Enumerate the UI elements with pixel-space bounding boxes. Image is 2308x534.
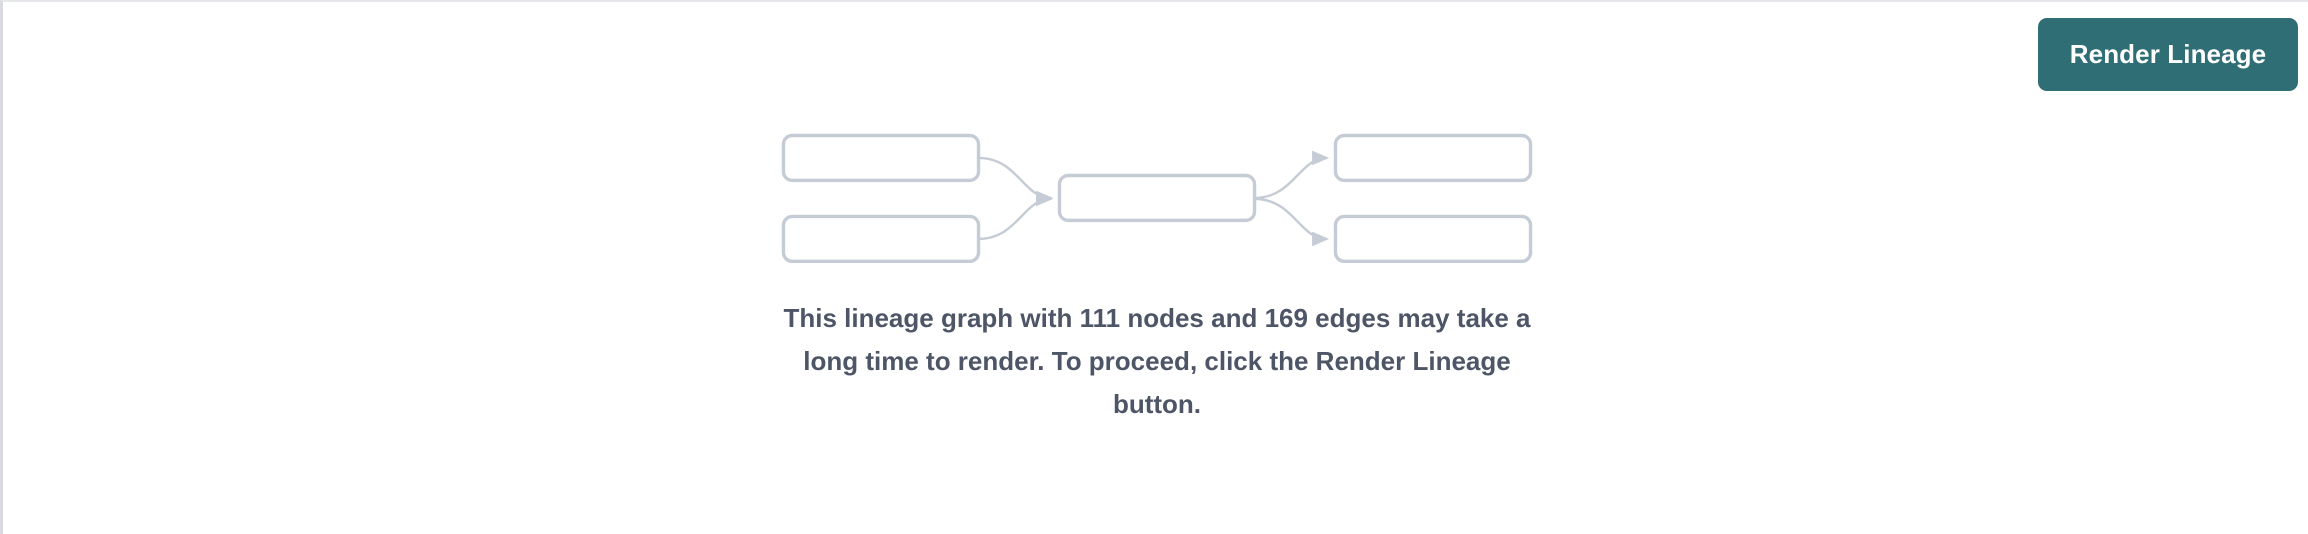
edge-upstream-1-to-focus <box>978 156 1054 206</box>
lineage-edges <box>978 150 1330 247</box>
lineage-node-downstream-2 <box>1333 214 1533 264</box>
lineage-empty-state: This lineage graph with 111 nodes and 16… <box>3 2 2308 534</box>
lineage-node-upstream-2 <box>781 214 981 264</box>
lineage-node-upstream-1 <box>781 133 981 183</box>
lineage-graph-illustration <box>781 133 1533 264</box>
lineage-node-focus <box>1057 173 1257 223</box>
edge-focus-to-downstream-1 <box>1254 150 1330 200</box>
render-lineage-button[interactable]: Render Lineage <box>2038 18 2298 91</box>
lineage-node-downstream-1 <box>1333 133 1533 183</box>
edge-upstream-2-to-focus <box>978 191 1054 241</box>
edge-focus-to-downstream-2 <box>1254 197 1330 247</box>
lineage-warning-message: This lineage graph with 111 nodes and 16… <box>783 303 1531 419</box>
lineage-nodes <box>781 133 1533 264</box>
